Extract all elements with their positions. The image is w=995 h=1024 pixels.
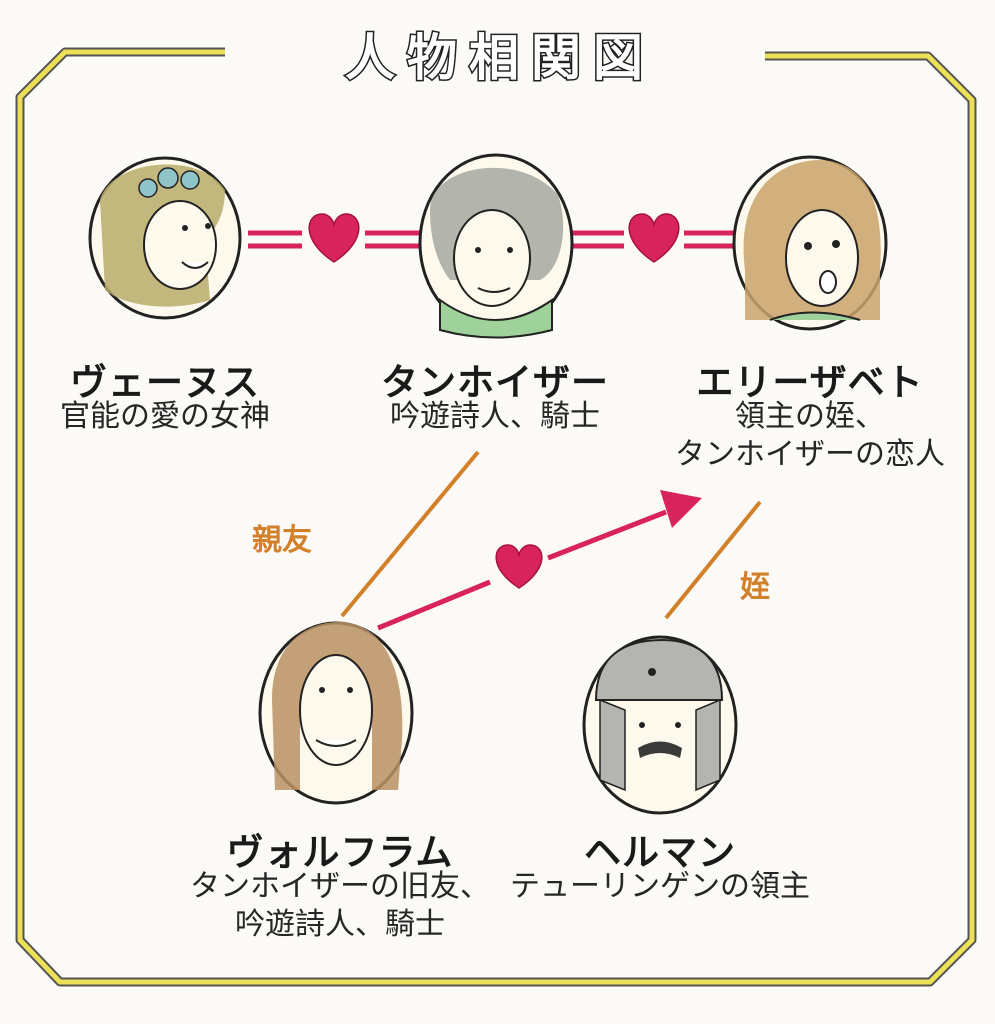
portrait-venus (88, 156, 242, 320)
name-wolfram: ヴォルフラム (226, 831, 454, 874)
desc-elisabeth-line: 領主の姪、 (735, 399, 885, 434)
heart-icon (308, 213, 360, 263)
desc-elisabeth: 領主の姪、 タンホイザーの恋人 (665, 398, 955, 474)
desc-tannhauser-line: 吟遊詩人、騎士 (390, 399, 600, 434)
desc-wolfram-line: タンホイザーの旧友、 (190, 869, 490, 904)
name-elisabeth: エリーザベト (696, 361, 924, 404)
relation-label-friend: 親友 (252, 523, 312, 558)
portrait-hermann (582, 635, 738, 815)
desc-hermann: テューリンゲンの領主 (505, 868, 815, 906)
heart-icon (628, 213, 680, 263)
love-line-venus-tannhauser (248, 230, 420, 249)
desc-wolfram-line: 吟遊詩人、騎士 (235, 907, 445, 942)
desc-venus-line: 官能の愛の女神 (60, 399, 270, 434)
diagram-title: 人物相関図 (344, 28, 655, 89)
relation-label-niece: 姪 (740, 570, 770, 605)
friend-line (340, 450, 480, 618)
name-venus: ヴェーヌス (70, 361, 260, 404)
name-hermann: ヘルマン (584, 831, 736, 874)
desc-venus: 官能の愛の女神 (55, 398, 275, 436)
desc-tannhauser: 吟遊詩人、騎士 (350, 398, 640, 436)
desc-elisabeth-line: タンホイザーの恋人 (675, 437, 945, 472)
desc-hermann-line: テューリンゲンの領主 (510, 869, 810, 904)
heart-icon (495, 544, 543, 589)
name-tannhauser: タンホイザー (381, 361, 609, 404)
niece-line (664, 500, 762, 620)
portrait-tannhauser (418, 153, 574, 339)
portrait-elisabeth (732, 155, 888, 331)
frame-border (15, 47, 977, 987)
love-arrow-wolfram-elisabeth (377, 490, 702, 631)
love-line-tannhauser-elisabeth (572, 230, 736, 249)
desc-wolfram: タンホイザーの旧友、 吟遊詩人、騎士 (185, 868, 495, 944)
portrait-wolfram (258, 621, 414, 805)
